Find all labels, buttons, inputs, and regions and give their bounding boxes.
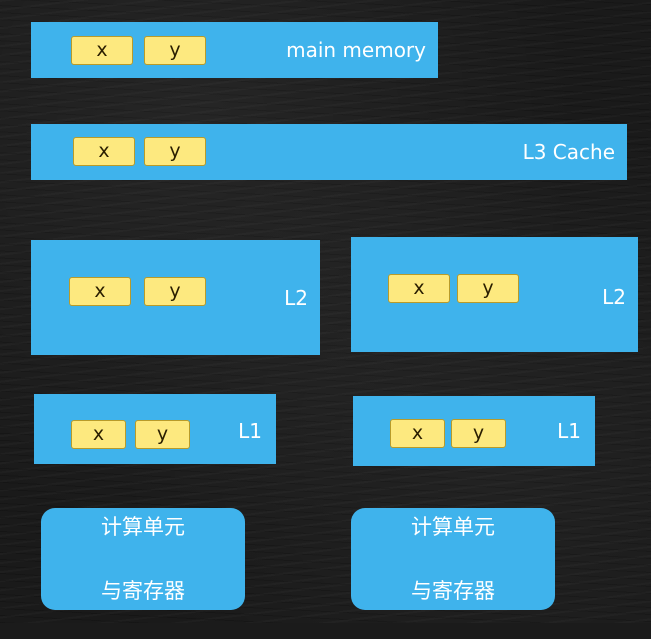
l1-right-block: x y L1 bbox=[353, 396, 595, 466]
l3-cache-label: L3 Cache bbox=[522, 140, 615, 164]
l1-right-label: L1 bbox=[557, 419, 581, 443]
l1-left-label: L1 bbox=[238, 419, 262, 443]
l1-right-cell-x: x bbox=[390, 419, 445, 448]
l2-left-cell-x: x bbox=[69, 277, 131, 306]
l3-cell-y: y bbox=[144, 137, 206, 166]
l2-right-cell-x: x bbox=[388, 274, 450, 303]
l2-right-block: x y L2 bbox=[351, 237, 638, 352]
l2-left-label: L2 bbox=[284, 286, 308, 310]
l1-left-cell-x: x bbox=[71, 420, 126, 449]
l2-left-cell-y: y bbox=[144, 277, 206, 306]
memory-cell-y: y bbox=[144, 36, 206, 65]
compute-unit-right-line2: 与寄存器 bbox=[411, 579, 495, 603]
l1-left-cell-y: y bbox=[135, 420, 190, 449]
compute-unit-left-line2: 与寄存器 bbox=[101, 579, 185, 603]
compute-unit-right-line1: 计算单元 bbox=[411, 515, 495, 539]
l2-right-cell-y: y bbox=[457, 274, 519, 303]
compute-unit-right: 计算单元 与寄存器 bbox=[351, 508, 555, 610]
l3-cell-x: x bbox=[73, 137, 135, 166]
compute-unit-left: 计算单元 与寄存器 bbox=[41, 508, 245, 610]
l2-left-block: x y L2 bbox=[31, 240, 320, 355]
memory-cell-x: x bbox=[71, 36, 133, 65]
compute-unit-left-line1: 计算单元 bbox=[101, 515, 185, 539]
l2-right-label: L2 bbox=[602, 285, 626, 309]
l1-left-block: x y L1 bbox=[34, 394, 276, 464]
l1-right-cell-y: y bbox=[451, 419, 506, 448]
main-memory-label: main memory bbox=[286, 38, 426, 62]
l3-cache-block: x y L3 Cache bbox=[31, 124, 627, 180]
main-memory-block: x y main memory bbox=[31, 22, 438, 78]
